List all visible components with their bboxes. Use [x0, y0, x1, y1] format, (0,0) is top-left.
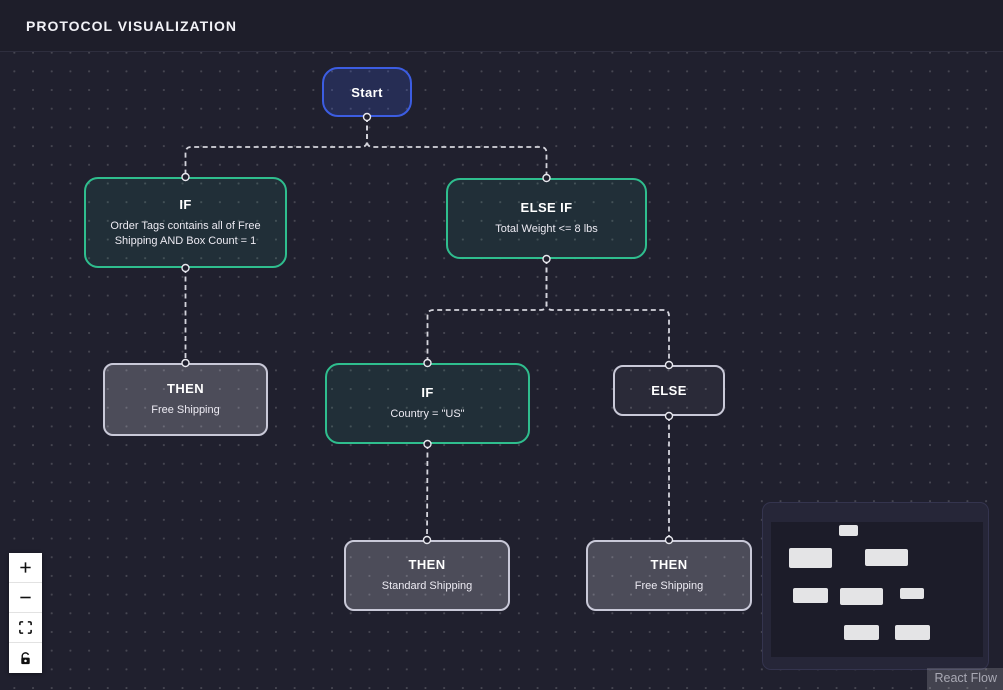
- minimap[interactable]: [762, 502, 989, 670]
- flow-node-then-3[interactable]: THEN Free Shipping: [586, 540, 752, 611]
- flow-node-if-2[interactable]: IF Country = "US": [325, 363, 530, 444]
- node-subtitle: Country = "US": [390, 408, 465, 421]
- flow-node-else-1[interactable]: ELSE: [613, 365, 725, 416]
- flow-node-elseif-1[interactable]: ELSE IF Total Weight <= 8 lbs: [446, 178, 647, 259]
- node-title: IF: [179, 196, 192, 212]
- minus-icon: [18, 590, 33, 605]
- node-title: ELSE: [651, 383, 687, 398]
- plus-icon: [18, 560, 33, 575]
- minimap-node-elseif-1: [865, 548, 908, 566]
- fit-view-icon: [18, 620, 33, 635]
- node-title: THEN: [167, 381, 204, 397]
- minimap-node-then-2: [843, 624, 879, 640]
- flow-node-then-1[interactable]: THEN Free Shipping: [103, 363, 268, 436]
- edge-if-2-then-2[interactable]: [426, 443, 429, 541]
- node-title: ELSE IF: [520, 200, 573, 216]
- node-title: THEN: [650, 557, 688, 573]
- edge-start-elseif-1[interactable]: [366, 117, 548, 178]
- minimap-node-if-1: [788, 548, 832, 568]
- zoom-out-button[interactable]: [9, 583, 42, 613]
- zoom-in-button[interactable]: [9, 553, 42, 583]
- minimap-node-then-3: [894, 624, 930, 640]
- app-header: PROTOCOL VISUALIZATION: [0, 0, 1003, 52]
- flow-controls: [9, 553, 42, 673]
- node-subtitle: Free Shipping: [634, 580, 704, 593]
- node-title: IF: [421, 385, 434, 401]
- edge-elseif-1-else-1[interactable]: [545, 259, 670, 365]
- minimap-node-start: [838, 525, 858, 536]
- edges-layer: [184, 117, 670, 541]
- toggle-interactivity-button[interactable]: [9, 643, 42, 673]
- node-subtitle: Total Weight <= 8 lbs: [495, 223, 598, 236]
- unlock-icon: [18, 651, 33, 666]
- node-subtitle: Standard Shipping: [381, 580, 473, 593]
- minimap-node-then-1: [792, 587, 828, 603]
- fit-view-button[interactable]: [9, 613, 42, 643]
- page-title: PROTOCOL VISUALIZATION: [26, 17, 238, 34]
- edge-start-if-1[interactable]: [184, 117, 368, 177]
- minimap-node-else-1: [900, 588, 924, 599]
- flow-node-then-2[interactable]: THEN Standard Shipping: [344, 540, 510, 611]
- node-title: THEN: [408, 557, 446, 573]
- edge-elseif-1-if-2[interactable]: [426, 259, 548, 363]
- flow-node-if-1[interactable]: IF Order Tags contains all of Free Shippi…: [84, 177, 287, 268]
- node-subtitle: Free Shipping: [151, 404, 220, 417]
- minimap-node-if-2: [839, 587, 883, 605]
- node-subtitle: Order Tags contains all of Free Shipping…: [110, 219, 261, 247]
- reactflow-attribution-link[interactable]: React Flow: [927, 668, 1003, 690]
- flow-node-start[interactable]: Start: [322, 67, 412, 117]
- node-title: Start: [351, 84, 383, 100]
